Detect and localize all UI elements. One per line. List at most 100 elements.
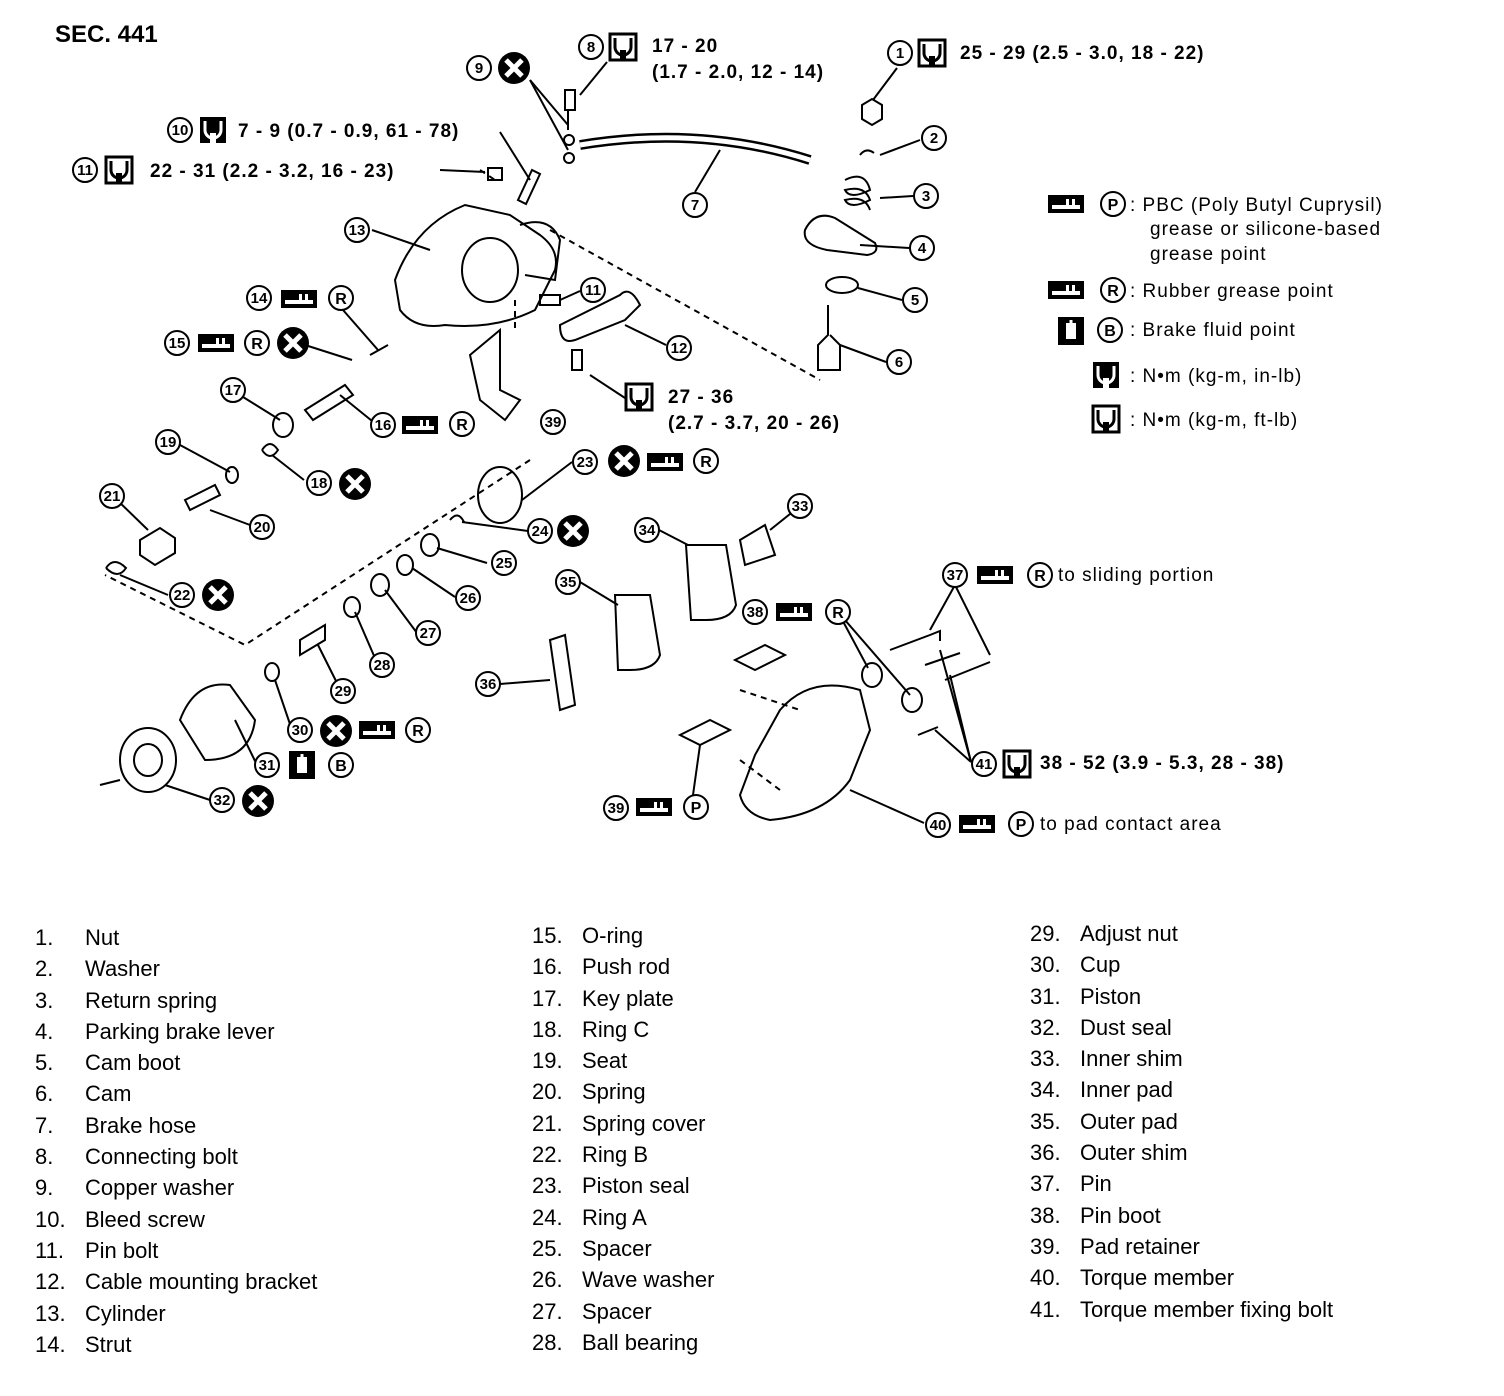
list-item: 28.Ball bearing xyxy=(532,1329,699,1355)
callout-3: 3 xyxy=(913,183,939,209)
callout-22: 22 xyxy=(169,582,195,608)
callout-34: 34 xyxy=(634,517,660,543)
svg-text:24: 24 xyxy=(532,523,549,540)
section-title: SEC. 441 xyxy=(55,21,158,48)
callout-11a: 11 xyxy=(72,157,98,183)
list-item: 26.Wave washer xyxy=(532,1267,715,1293)
svg-text:: PBC (Poly Butyl Cuprysil): : PBC (Poly Butyl Cuprysil) xyxy=(1130,195,1383,216)
svg-text:R: R xyxy=(412,723,424,740)
parts-drawing xyxy=(99,89,991,822)
list-item: 38.Pin boot xyxy=(1030,1202,1161,1228)
list-item: 17.Key plate xyxy=(532,985,674,1011)
svg-text:15: 15 xyxy=(169,335,186,352)
list-item: 2.Washer xyxy=(35,956,160,982)
svg-text:27: 27 xyxy=(420,625,437,642)
svg-text:P: P xyxy=(1016,817,1027,834)
callout-numbers: 1 2 3 4 5 6 7 8 9 10 11 12 13 14 15 16 1… xyxy=(72,34,997,838)
callout-10: 10 xyxy=(167,117,193,143)
callout-17: 17 xyxy=(220,377,246,403)
list-item: 29.Adjust nut xyxy=(1030,921,1178,946)
list-item: 16.Push rod xyxy=(532,954,671,980)
svg-text:6: 6 xyxy=(895,354,903,371)
list-item: 19.Seat xyxy=(532,1048,628,1074)
svg-text:7 - 9 (0.7 - 0.9, 61 - 78): 7 - 9 (0.7 - 0.9, 61 - 78) xyxy=(238,121,459,142)
list-item: 20.Spring xyxy=(532,1079,646,1105)
callout-9: 9 xyxy=(466,55,492,81)
list-item: 18.Ring C xyxy=(532,1016,650,1042)
svg-text:19: 19 xyxy=(160,434,177,451)
callout-38: 38 xyxy=(742,599,768,625)
callout-39a: 39 xyxy=(540,409,566,435)
list-item: 9.Copper washer xyxy=(35,1175,235,1201)
list-item: 8.Connecting bolt xyxy=(35,1144,238,1170)
list-item: 12.Cable mounting bracket xyxy=(35,1269,318,1295)
svg-text:8: 8 xyxy=(587,39,595,56)
parts-list-col-3: 29.Adjust nut 30.Cup 31.Piston 32.Dust s… xyxy=(1030,918,1333,1325)
callout-21: 21 xyxy=(99,483,125,509)
letter-symbols: R R R R R B R R P P xyxy=(244,285,1053,837)
list-item: 39.Pad retainer xyxy=(1030,1233,1200,1259)
callout-11b: 11 xyxy=(580,277,606,303)
legend: P : PBC (Poly Butyl Cuprysil) grease or … xyxy=(1048,191,1383,434)
callout-15: 15 xyxy=(164,330,190,356)
svg-text:13: 13 xyxy=(349,222,366,239)
callout-24: 24 xyxy=(527,518,553,544)
svg-text:7: 7 xyxy=(691,197,699,214)
svg-text:23: 23 xyxy=(577,454,594,471)
svg-text:2: 2 xyxy=(930,130,938,147)
svg-text:38: 38 xyxy=(747,604,764,621)
callout-40: 40 xyxy=(925,812,951,838)
callout-13: 13 xyxy=(344,217,370,243)
svg-text:: N•m (kg-m, ft-lb): : N•m (kg-m, ft-lb) xyxy=(1130,410,1298,431)
list-item: 41.Torque member fixing bolt xyxy=(1030,1296,1334,1322)
callout-27: 27 xyxy=(415,620,441,646)
callout-18: 18 xyxy=(306,470,332,496)
callout-20: 20 xyxy=(249,514,275,540)
svg-text:37: 37 xyxy=(947,567,964,584)
svg-text:R: R xyxy=(1034,568,1046,585)
svg-text:3: 3 xyxy=(922,188,930,205)
svg-text:25: 25 xyxy=(496,555,513,572)
svg-text:27 - 36: 27 - 36 xyxy=(668,387,734,408)
svg-text:33: 33 xyxy=(792,498,809,515)
callout-33: 33 xyxy=(787,493,813,519)
callout-30: 30 xyxy=(287,717,313,743)
parts-list-col-1: 1.Nut 2.Washer 3.Return spring 4.Parking… xyxy=(35,922,317,1360)
callout-7: 7 xyxy=(682,192,708,218)
list-item: 27.Spacer xyxy=(532,1298,652,1324)
svg-text:R: R xyxy=(700,454,712,471)
svg-text:17: 17 xyxy=(225,382,242,399)
callout-35: 35 xyxy=(555,569,581,595)
svg-text:39: 39 xyxy=(545,414,562,431)
callout-25: 25 xyxy=(491,550,517,576)
svg-text:28: 28 xyxy=(374,657,391,674)
svg-text:10: 10 xyxy=(172,122,189,139)
callout-28: 28 xyxy=(369,652,395,678)
callout-29: 29 xyxy=(330,678,356,704)
svg-text:P: P xyxy=(1108,197,1119,214)
list-item: 32.Dust seal xyxy=(1030,1014,1172,1040)
svg-text:18: 18 xyxy=(311,475,328,492)
list-item: 25.Spacer xyxy=(532,1235,652,1261)
svg-text:29: 29 xyxy=(335,683,352,700)
list-item: 35.Outer pad xyxy=(1030,1108,1178,1134)
svg-text:5: 5 xyxy=(911,292,919,309)
callout-2: 2 xyxy=(921,125,947,151)
svg-text:11: 11 xyxy=(585,282,601,299)
callout-31: 31 xyxy=(254,752,280,778)
list-item: 22.Ring B xyxy=(532,1142,649,1168)
callout-23: 23 xyxy=(572,449,598,475)
callout-32: 32 xyxy=(209,787,235,813)
svg-text:P: P xyxy=(691,800,702,817)
svg-text:B: B xyxy=(335,758,347,775)
list-item: 13.Cylinder xyxy=(35,1300,166,1326)
svg-text:20: 20 xyxy=(254,519,271,536)
list-item: 7.Brake hose xyxy=(35,1112,197,1138)
list-item: 33.Inner shim xyxy=(1030,1046,1183,1072)
svg-text:R: R xyxy=(1107,283,1119,300)
svg-text:21: 21 xyxy=(104,488,121,505)
callout-41: 41 xyxy=(971,751,997,777)
svg-text:1: 1 xyxy=(896,45,904,62)
list-item: 34.Inner pad xyxy=(1030,1077,1173,1103)
svg-text:39: 39 xyxy=(608,800,625,817)
